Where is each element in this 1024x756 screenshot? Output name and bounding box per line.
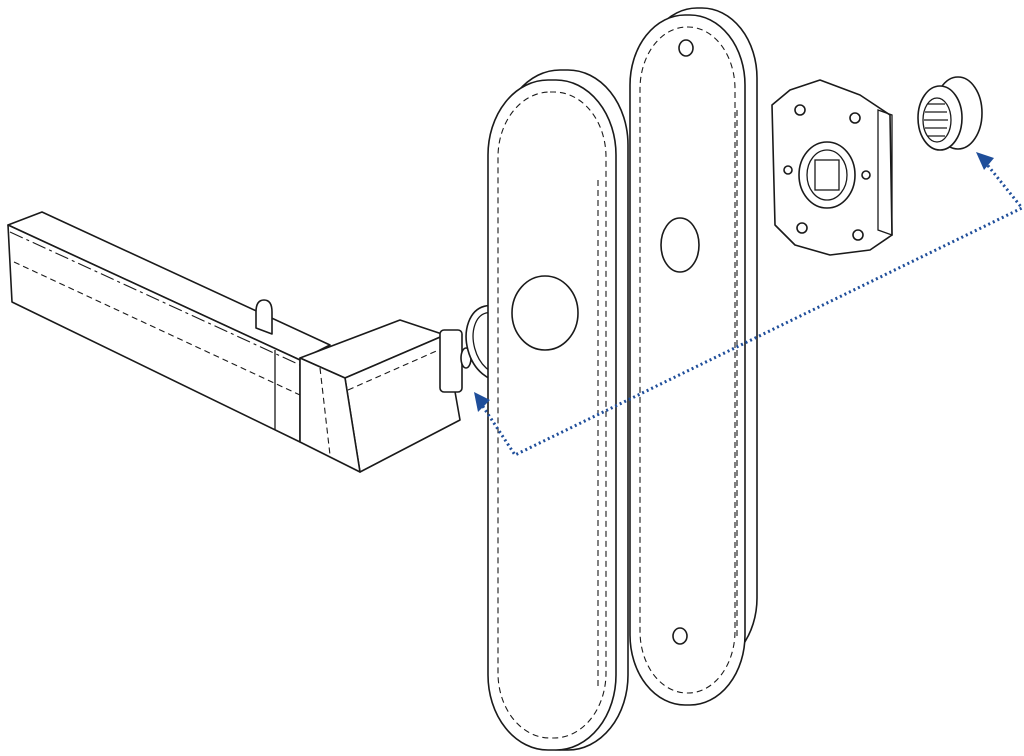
assembly-path-arrow	[474, 152, 1024, 457]
spindle-hole	[511, 275, 579, 351]
rosette-mount	[771, 79, 893, 256]
lever-handle	[7, 211, 472, 473]
arrowhead-icon	[474, 392, 490, 412]
spindle-hole	[660, 217, 700, 273]
lever-pin	[255, 299, 273, 335]
screw-hole	[678, 39, 694, 57]
back-plate	[629, 7, 758, 706]
front-cover-plate	[487, 69, 629, 751]
arrowhead-icon	[976, 152, 994, 170]
spline-insert	[917, 76, 983, 151]
screw-hole	[672, 627, 688, 645]
